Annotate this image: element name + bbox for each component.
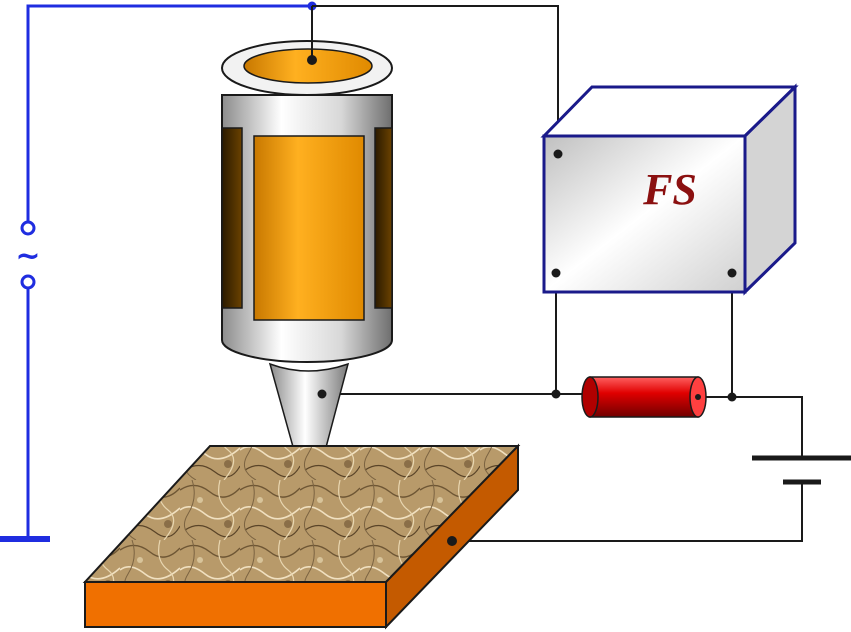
ac-wire-top xyxy=(26,4,312,222)
battery xyxy=(752,455,851,485)
stm-tip xyxy=(268,362,350,511)
fs-box: FS xyxy=(540,83,799,296)
circuit-wires xyxy=(311,5,803,542)
ac-tilde-symbol: ~ xyxy=(15,239,40,274)
piezo-tube-scanner xyxy=(221,6,393,363)
sample-front-side xyxy=(84,581,387,628)
sample-contact-dot xyxy=(447,536,457,546)
fs-box-front xyxy=(542,134,747,294)
electrode-front xyxy=(253,135,365,321)
fs-label: FS xyxy=(642,165,697,214)
ac-terminal-top xyxy=(20,220,36,236)
ac-source-circuit: ~ xyxy=(0,1,317,542)
fs-terminal-left xyxy=(551,268,561,278)
junction-dot-left xyxy=(551,389,561,399)
fs-terminal-right xyxy=(727,268,737,278)
tube-inner-orange xyxy=(243,48,373,84)
resistor xyxy=(581,376,707,418)
tip-contact-dot xyxy=(317,389,327,399)
tube-contact-dot xyxy=(307,55,317,65)
ac-terminal-bottom xyxy=(20,274,36,290)
electrode-right xyxy=(374,127,393,309)
sample-slab xyxy=(82,443,521,630)
electrode-left xyxy=(221,127,243,309)
junction-dot-right xyxy=(727,392,737,402)
fs-terminal-top xyxy=(553,149,563,159)
